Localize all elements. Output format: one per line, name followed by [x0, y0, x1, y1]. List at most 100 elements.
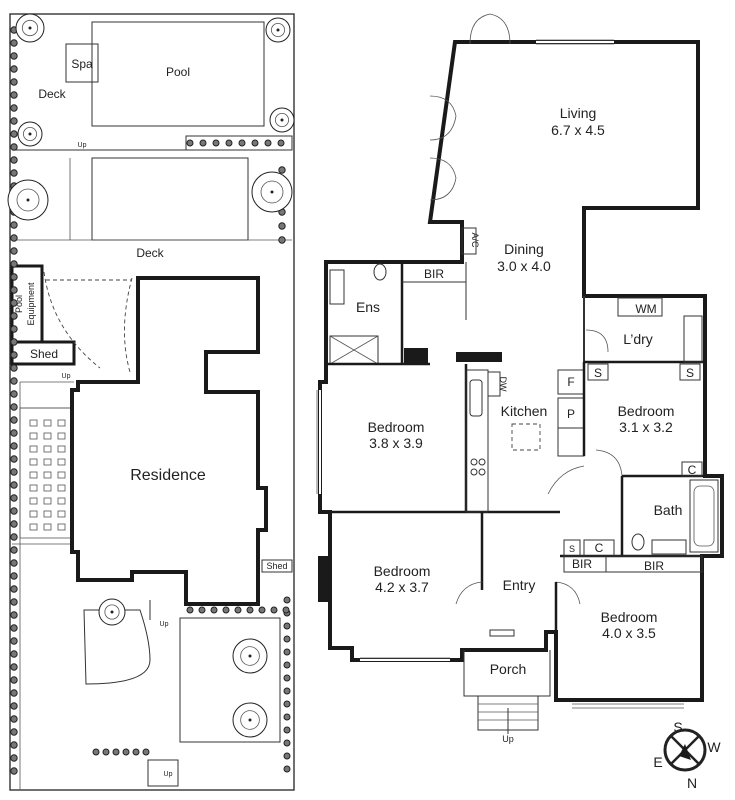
laundry-door [585, 329, 609, 353]
site-boundary [9, 13, 295, 791]
carport-square [43, 484, 52, 492]
compass-s-label: S [673, 719, 682, 735]
tree-inner [16, 188, 40, 212]
deck-mid-area [91, 157, 249, 241]
bed4-dim: 4.0 x 3.5 [602, 625, 656, 641]
pantry-box-2 [557, 427, 585, 457]
hedge-dot [246, 606, 254, 614]
ens-label: Ens [356, 299, 380, 315]
bath-vanity [651, 539, 687, 555]
hedge-dot [10, 520, 18, 528]
hedge-dot [10, 104, 18, 112]
dining-dim: 3.0 x 4.0 [497, 258, 551, 274]
hedge-dot [283, 726, 291, 734]
carport-square [29, 510, 38, 518]
bed3-dim: 4.2 x 3.7 [375, 579, 429, 595]
hedge-dot [283, 700, 291, 708]
entry-threshold [489, 629, 515, 637]
hedge-dot [10, 481, 18, 489]
trees [7, 13, 295, 738]
hedge-dot [132, 748, 140, 756]
hedge-dot [10, 663, 18, 671]
up-label: Up [502, 734, 514, 744]
bed3-label: Bedroom [374, 563, 431, 579]
up-label-2: Up [62, 373, 71, 380]
kitchen-label: Kitchen [501, 403, 548, 419]
c-box-1 [681, 461, 703, 477]
pool-equipment-label-1: Pool [14, 295, 24, 313]
tree-center [28, 26, 32, 30]
cooktop [470, 458, 486, 476]
hedge-dot [10, 130, 18, 138]
hedge-dot [10, 325, 18, 333]
hedge-dot [10, 715, 18, 723]
tree-inner [274, 113, 289, 128]
hedge-dot [10, 585, 18, 593]
hedge-dot [102, 748, 110, 756]
shed-left-label: Shed [30, 347, 58, 361]
ac-box [461, 227, 477, 255]
hedge-dot [10, 702, 18, 710]
carport-square [57, 523, 66, 531]
hedge-dot [10, 416, 18, 424]
s-box-2 [679, 363, 701, 381]
laundry-label: L’dry [623, 331, 653, 347]
hedge-dot [251, 139, 259, 147]
hedge-dot [186, 606, 194, 614]
pool-equipment-label-2: Equipment [26, 282, 36, 326]
bath-tub [689, 479, 719, 553]
carport-square [57, 458, 66, 466]
hedge-dot [10, 221, 18, 229]
bath-tub-inner [693, 485, 715, 547]
dashed-gate-left [43, 271, 101, 369]
bed3-window-block [318, 556, 328, 602]
front-garden-outline [83, 609, 151, 685]
tree-inner [270, 22, 285, 37]
deck-fence-block [185, 135, 293, 151]
carport-square [43, 510, 52, 518]
carport-square [57, 497, 66, 505]
living-label: Living [560, 105, 597, 121]
spa-outline [65, 43, 99, 83]
hedge-dot [212, 139, 220, 147]
pool-label: Pool [166, 65, 190, 79]
c-label-1: C [688, 463, 697, 477]
s-label-3: S [569, 544, 575, 554]
up-label-1: Up [78, 142, 87, 149]
hedge-dot [10, 78, 18, 86]
hedge-dot [10, 429, 18, 437]
hedge-dots [10, 26, 291, 775]
hedge-dot [258, 606, 266, 614]
hall-door [547, 465, 585, 495]
tree-center [276, 28, 280, 32]
dining-label: Dining [504, 241, 544, 257]
carport-square [43, 419, 52, 427]
hedge-dot [10, 364, 18, 372]
compass: S W E N [653, 719, 721, 791]
p-label: P [567, 407, 575, 421]
hedge-dot [10, 156, 18, 164]
front-lawn [179, 617, 281, 743]
hedge-dot [10, 247, 18, 255]
dw-label: DW [498, 377, 508, 392]
carport-square [29, 419, 38, 427]
carport-square [29, 484, 38, 492]
carport-square [29, 445, 38, 453]
hedge-dot [10, 507, 18, 515]
kitchen-bench [465, 369, 489, 513]
hedge-dot [278, 166, 286, 174]
compass-w-label: W [707, 739, 721, 755]
hedge-dot [10, 455, 18, 463]
hedge-dot [278, 222, 286, 230]
tree-center [110, 610, 114, 614]
house-plan: Living 6.7 x 4.5 A/C Dining 3.0 x 4.0 BI… [316, 13, 724, 744]
entry-door-arc-left [455, 581, 483, 605]
tree-inner [104, 604, 120, 620]
hedge-dot [122, 748, 130, 756]
hedge-dot [283, 661, 291, 669]
hedge-dot [10, 39, 18, 47]
carport-square [29, 497, 38, 505]
hedge-dot [10, 273, 18, 281]
shower-x2 [329, 335, 379, 365]
carport-square [57, 432, 66, 440]
